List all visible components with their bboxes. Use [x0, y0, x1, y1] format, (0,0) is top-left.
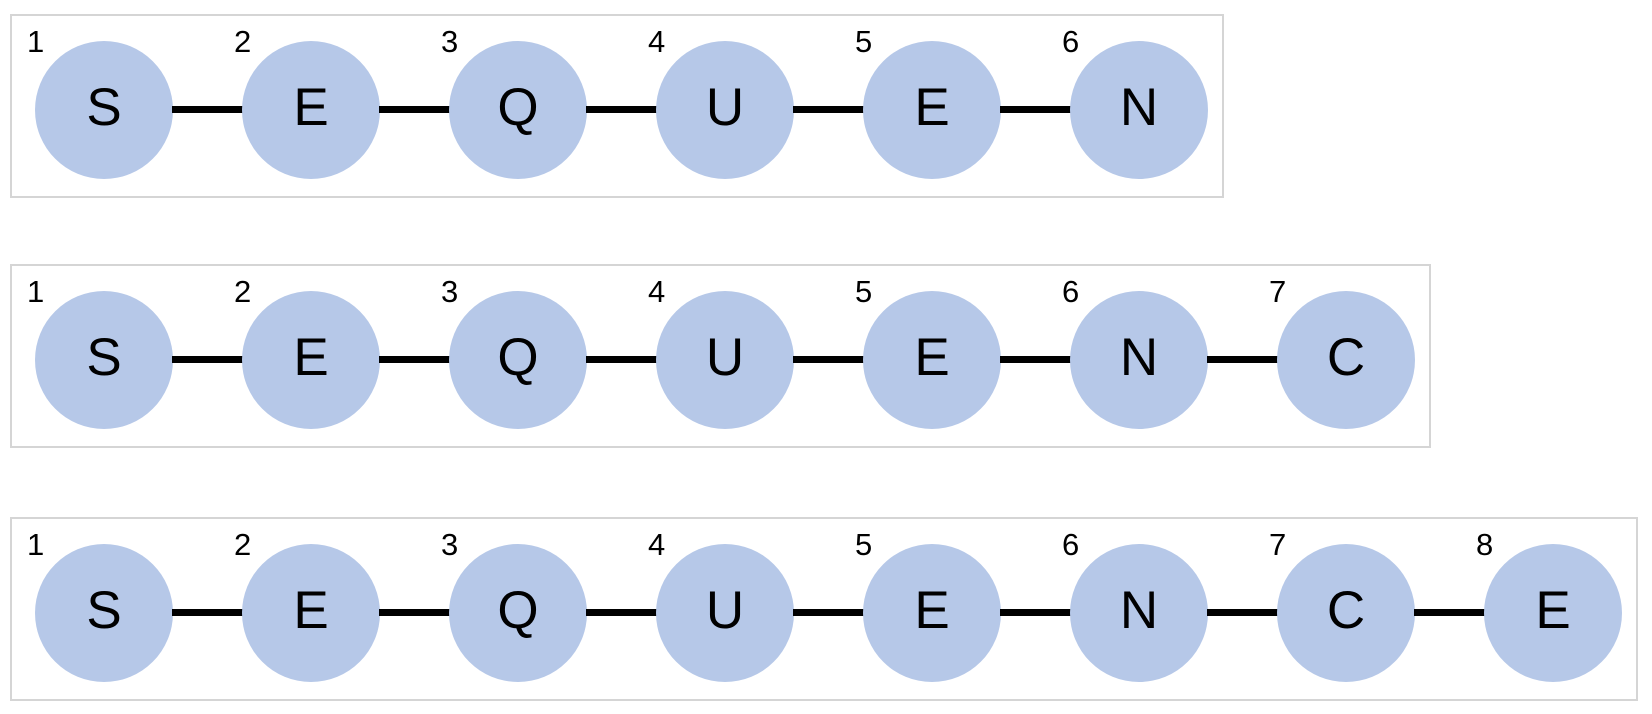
node-letter: E — [293, 580, 329, 640]
node-letter: S — [86, 580, 122, 640]
node-letter: N — [1119, 327, 1159, 387]
connector-line — [1000, 105, 1071, 113]
node-number: 6 — [1062, 24, 1080, 59]
node-number: 4 — [648, 24, 666, 59]
node-number: 1 — [27, 274, 45, 309]
node-circle: Q — [449, 544, 587, 682]
node-number: 3 — [441, 274, 459, 309]
node-number: 4 — [648, 274, 666, 309]
node-letter: E — [914, 580, 950, 640]
connector-line — [1000, 355, 1071, 363]
connector-line — [586, 608, 657, 616]
node-number: 2 — [234, 274, 252, 309]
node-letter: Q — [497, 77, 539, 137]
node-letter: Q — [497, 580, 539, 640]
connector-line — [793, 608, 864, 616]
node-number: 7 — [1269, 527, 1287, 562]
node-letter: S — [86, 327, 122, 387]
node-letter: Q — [497, 327, 539, 387]
node-circle: Q — [449, 41, 587, 179]
node-circle: N — [1070, 41, 1208, 179]
node-circle: E — [863, 544, 1001, 682]
node-circle: U — [656, 544, 794, 682]
connector-line — [379, 608, 450, 616]
node-circle: E — [242, 41, 380, 179]
node-letter: E — [914, 77, 950, 137]
node-letter: E — [293, 77, 329, 137]
node-letter: S — [86, 77, 122, 137]
node-circle: U — [656, 291, 794, 429]
node-circle: E — [242, 544, 380, 682]
connector-line — [586, 355, 657, 363]
node-letter: C — [1326, 327, 1366, 387]
connector-line — [379, 105, 450, 113]
node-letter: N — [1119, 580, 1159, 640]
node-circle: C — [1277, 544, 1415, 682]
node-letter: N — [1119, 77, 1159, 137]
connector-line — [172, 608, 243, 616]
node-circle: S — [35, 291, 173, 429]
node-number: 5 — [855, 274, 873, 309]
node-circle: S — [35, 544, 173, 682]
node-letter: U — [705, 77, 745, 137]
node-letter: E — [1535, 580, 1571, 640]
connector-line — [172, 105, 243, 113]
node-letter: E — [914, 327, 950, 387]
node-circle: E — [863, 291, 1001, 429]
node-number: 1 — [27, 527, 45, 562]
node-letter: E — [293, 327, 329, 387]
node-letter: U — [705, 580, 745, 640]
node-number: 5 — [855, 527, 873, 562]
connector-line — [793, 105, 864, 113]
connector-line — [793, 355, 864, 363]
node-circle: C — [1277, 291, 1415, 429]
node-circle: E — [1484, 544, 1622, 682]
node-number: 2 — [234, 24, 252, 59]
node-circle: S — [35, 41, 173, 179]
node-circle: N — [1070, 291, 1208, 429]
connector-line — [172, 355, 243, 363]
node-number: 6 — [1062, 274, 1080, 309]
connector-line — [1207, 355, 1278, 363]
node-circle: N — [1070, 544, 1208, 682]
connector-line — [1000, 608, 1071, 616]
node-circle: E — [242, 291, 380, 429]
connector-line — [1207, 608, 1278, 616]
node-number: 8 — [1476, 527, 1494, 562]
connector-line — [1414, 608, 1485, 616]
node-circle: U — [656, 41, 794, 179]
connector-line — [379, 355, 450, 363]
node-number: 3 — [441, 24, 459, 59]
node-circle: E — [863, 41, 1001, 179]
node-number: 4 — [648, 527, 666, 562]
node-number: 5 — [855, 24, 873, 59]
node-letter: U — [705, 327, 745, 387]
node-number: 1 — [27, 24, 45, 59]
node-number: 6 — [1062, 527, 1080, 562]
node-letter: C — [1326, 580, 1366, 640]
node-number: 3 — [441, 527, 459, 562]
node-circle: Q — [449, 291, 587, 429]
node-number: 2 — [234, 527, 252, 562]
node-number: 7 — [1269, 274, 1287, 309]
connector-line — [586, 105, 657, 113]
